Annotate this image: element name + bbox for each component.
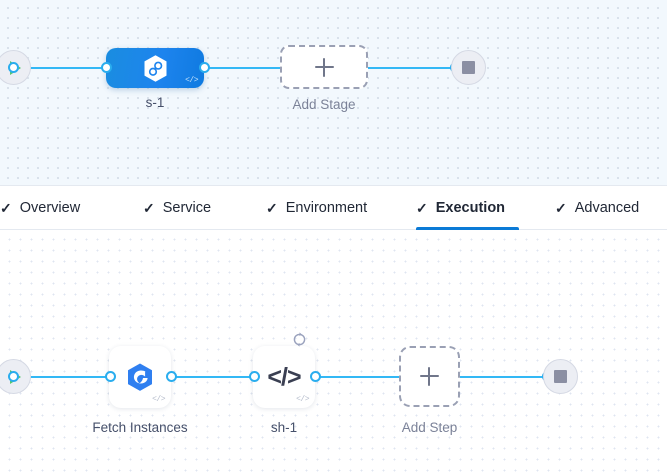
- tab-execution-label: Execution: [435, 200, 506, 216]
- add-stage-button[interactable]: [280, 45, 368, 89]
- add-stage-label: Add Stage: [292, 97, 356, 112]
- step-node-sh-1-label: sh-1: [270, 420, 298, 435]
- tab-overview[interactable]: ✓ Overview: [0, 186, 80, 230]
- s1-output-port[interactable]: [199, 62, 210, 73]
- add-step-label: Add Step: [401, 420, 458, 435]
- edge-add-step-to-stop: [458, 376, 548, 378]
- check-icon: ✓: [416, 200, 428, 216]
- edge-s1-to-add-stage: [196, 67, 282, 69]
- stop-square-icon: [554, 370, 567, 383]
- plus-icon: [314, 57, 334, 77]
- edge-start-to-fetch: [22, 376, 110, 378]
- pipeline-stage-canvas[interactable]: </> s-1 Add Stage: [0, 0, 667, 185]
- edge-sh1-to-add-step: [316, 376, 400, 378]
- check-icon: ✓: [266, 200, 278, 216]
- hexagon-swirl-icon: [128, 363, 152, 391]
- sh1-output-port[interactable]: [310, 371, 321, 382]
- stage-node-s-1-label: s-1: [145, 95, 165, 110]
- edge-start-to-s1: [22, 67, 112, 69]
- execution-steps-canvas[interactable]: </> Fetch Instances </> </> sh-1 Add Ste…: [0, 230, 667, 475]
- edge-fetch-to-sh1: [172, 376, 254, 378]
- check-icon: ✓: [143, 200, 155, 216]
- step-node-fetch-instances-label: Fetch Instances: [92, 420, 188, 435]
- add-step-button[interactable]: [399, 346, 460, 407]
- step-node-sh-1[interactable]: </> </>: [253, 332, 315, 408]
- stage-config-tabs: ✓ Overview ✓ Service ✓ Environment ✓ Exe…: [0, 185, 667, 230]
- steps-start-output-port[interactable]: [8, 371, 19, 382]
- tab-advanced[interactable]: ✓ Advanced: [555, 186, 639, 230]
- fetch-input-port[interactable]: [105, 371, 116, 382]
- fetch-output-port[interactable]: [166, 371, 177, 382]
- tab-advanced-label: Advanced: [574, 200, 640, 216]
- code-badge-icon: </>: [185, 76, 198, 85]
- pipeline-stop-node[interactable]: [451, 50, 486, 85]
- loop-repeat-icon: [293, 332, 306, 347]
- stage-node-s-1[interactable]: </>: [106, 48, 204, 88]
- code-badge-icon: </>: [296, 395, 309, 404]
- plus-icon: [420, 367, 439, 386]
- active-tab-underline: [416, 227, 519, 230]
- step-node-fetch-instances[interactable]: </>: [109, 346, 171, 408]
- hexagon-infinity-icon: [144, 54, 166, 82]
- tab-environment-label: Environment: [285, 200, 368, 216]
- stop-square-icon: [462, 61, 475, 74]
- tab-service-label: Service: [162, 200, 212, 216]
- start-output-port[interactable]: [8, 62, 19, 73]
- check-icon: ✓: [555, 200, 567, 216]
- edge-add-stage-to-stop: [368, 67, 456, 69]
- tab-execution[interactable]: ✓ Execution: [416, 186, 519, 230]
- shell-script-icon: </>: [267, 362, 301, 391]
- tab-environment[interactable]: ✓ Environment: [266, 186, 367, 230]
- sh1-input-port[interactable]: [249, 371, 260, 382]
- code-badge-icon: </>: [152, 395, 165, 404]
- steps-stop-node[interactable]: [543, 359, 578, 394]
- tab-service[interactable]: ✓ Service: [143, 186, 211, 230]
- tab-overview-label: Overview: [19, 200, 81, 216]
- s1-input-port[interactable]: [101, 62, 112, 73]
- check-icon: ✓: [0, 200, 12, 216]
